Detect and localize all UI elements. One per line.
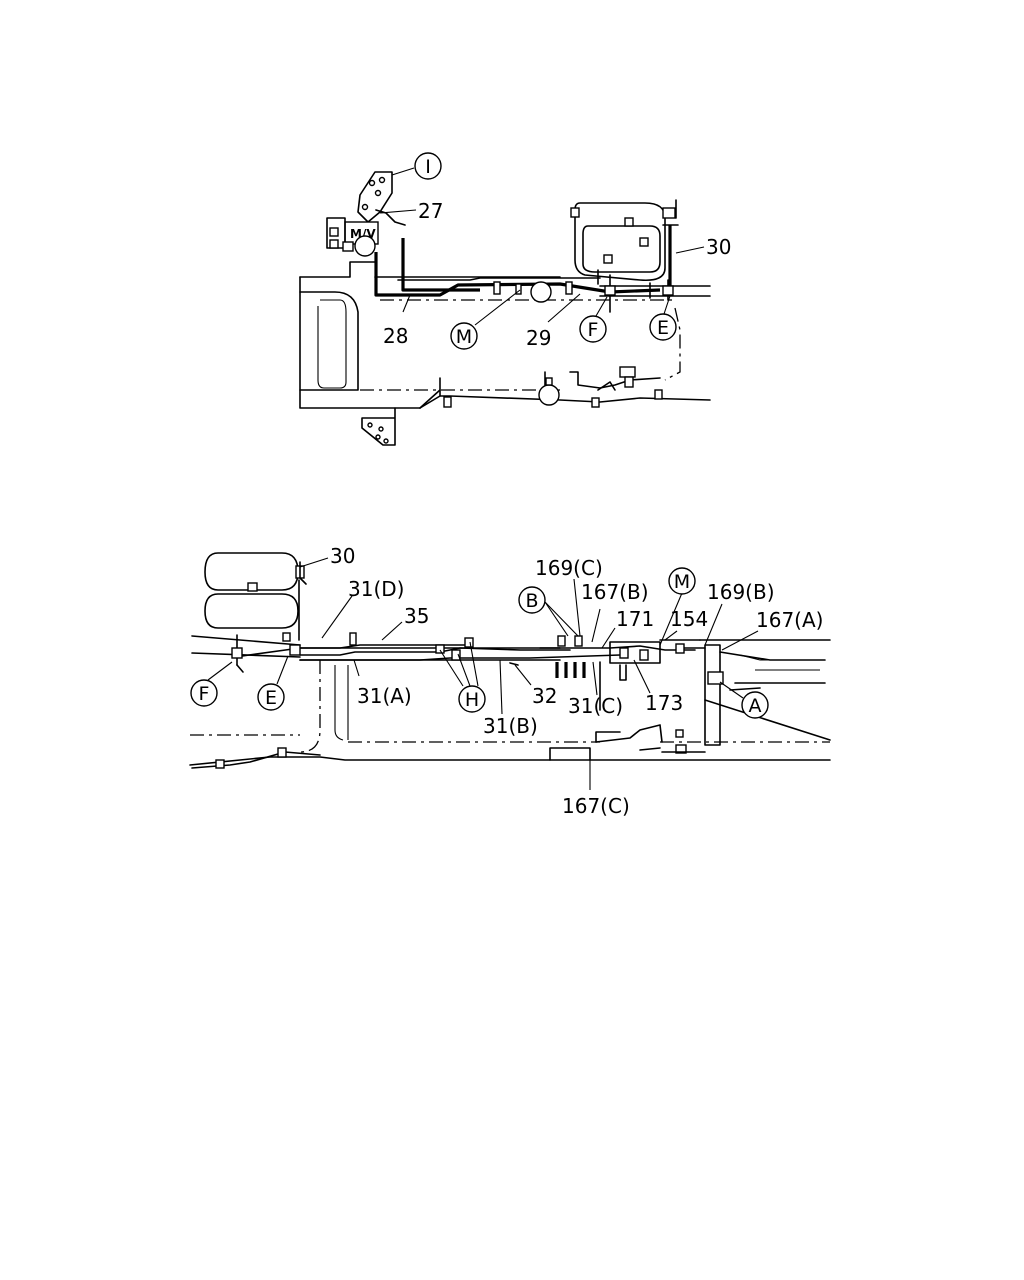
part-label-31A: 31(A): [357, 684, 412, 708]
bottom-frame: [189, 635, 831, 766]
valve-bracket: M/V: [326, 171, 406, 257]
part-label-28: 28: [383, 324, 408, 348]
top-air-tank: [570, 199, 679, 290]
top-diagram: M/V: [299, 152, 731, 446]
callout-F-bottom-label: F: [199, 683, 210, 705]
callout-M-top-label: M: [456, 326, 472, 348]
part-label-31D: 31(D): [348, 577, 404, 601]
callout-I: I: [414, 152, 442, 180]
part-label-30-top: 30: [706, 235, 731, 259]
callout-E-bottom-label: E: [265, 687, 277, 709]
top-lower-equipment: [538, 366, 663, 408]
top-frame: [299, 261, 711, 446]
part-label-31B: 31(B): [483, 714, 538, 738]
callout-F-top-label: F: [588, 319, 599, 341]
part-label-30-bottom: 30: [330, 544, 355, 568]
callout-H: H: [458, 685, 486, 713]
top-leaders: [379, 167, 705, 326]
callout-E-top: E: [649, 313, 677, 341]
callout-E-top-label: E: [657, 317, 669, 339]
callout-B-label: B: [525, 590, 538, 612]
part-label-171: 171: [616, 607, 654, 631]
callout-A: A: [741, 691, 769, 719]
bottom-air-tanks: [204, 552, 307, 642]
part-label-167B: 167(B): [581, 580, 649, 604]
bottom-pipes: [191, 632, 696, 769]
part-label-31C: 31(C): [568, 694, 623, 718]
callout-A-label: A: [749, 695, 762, 717]
callout-H-label: H: [465, 689, 479, 711]
bottom-diagram: B M F E H A 30 31(D) 35 169(C) 167(B) 17…: [189, 544, 831, 818]
bottom-left-fittings: [215, 634, 301, 769]
bottom-right-valve: [675, 643, 724, 746]
part-label-29: 29: [526, 326, 551, 350]
bottom-leaders: [207, 557, 759, 790]
top-pipes: [374, 238, 661, 303]
part-label-35: 35: [404, 604, 429, 628]
callout-M-bottom-label: M: [674, 571, 690, 593]
part-label-169C: 169(C): [535, 556, 603, 580]
part-label-154: 154: [670, 607, 708, 631]
bottom-center-equipment: [549, 641, 706, 761]
part-label-173: 173: [645, 691, 683, 715]
part-label-167A: 167(A): [756, 608, 823, 632]
part-label-169B: 169(B): [707, 580, 775, 604]
top-fittings: [597, 269, 674, 313]
part-label-167C: 167(C): [562, 794, 630, 818]
part-label-27: 27: [418, 199, 443, 223]
callout-F-top: F: [579, 315, 607, 343]
callout-F-bottom: F: [190, 679, 218, 707]
callout-B: B: [518, 586, 546, 614]
callout-E-bottom: E: [257, 683, 285, 711]
callout-I-label: I: [425, 156, 431, 178]
part-label-32: 32: [532, 684, 557, 708]
callout-M-bottom: M: [668, 567, 696, 595]
callout-M-top: M: [450, 322, 478, 350]
